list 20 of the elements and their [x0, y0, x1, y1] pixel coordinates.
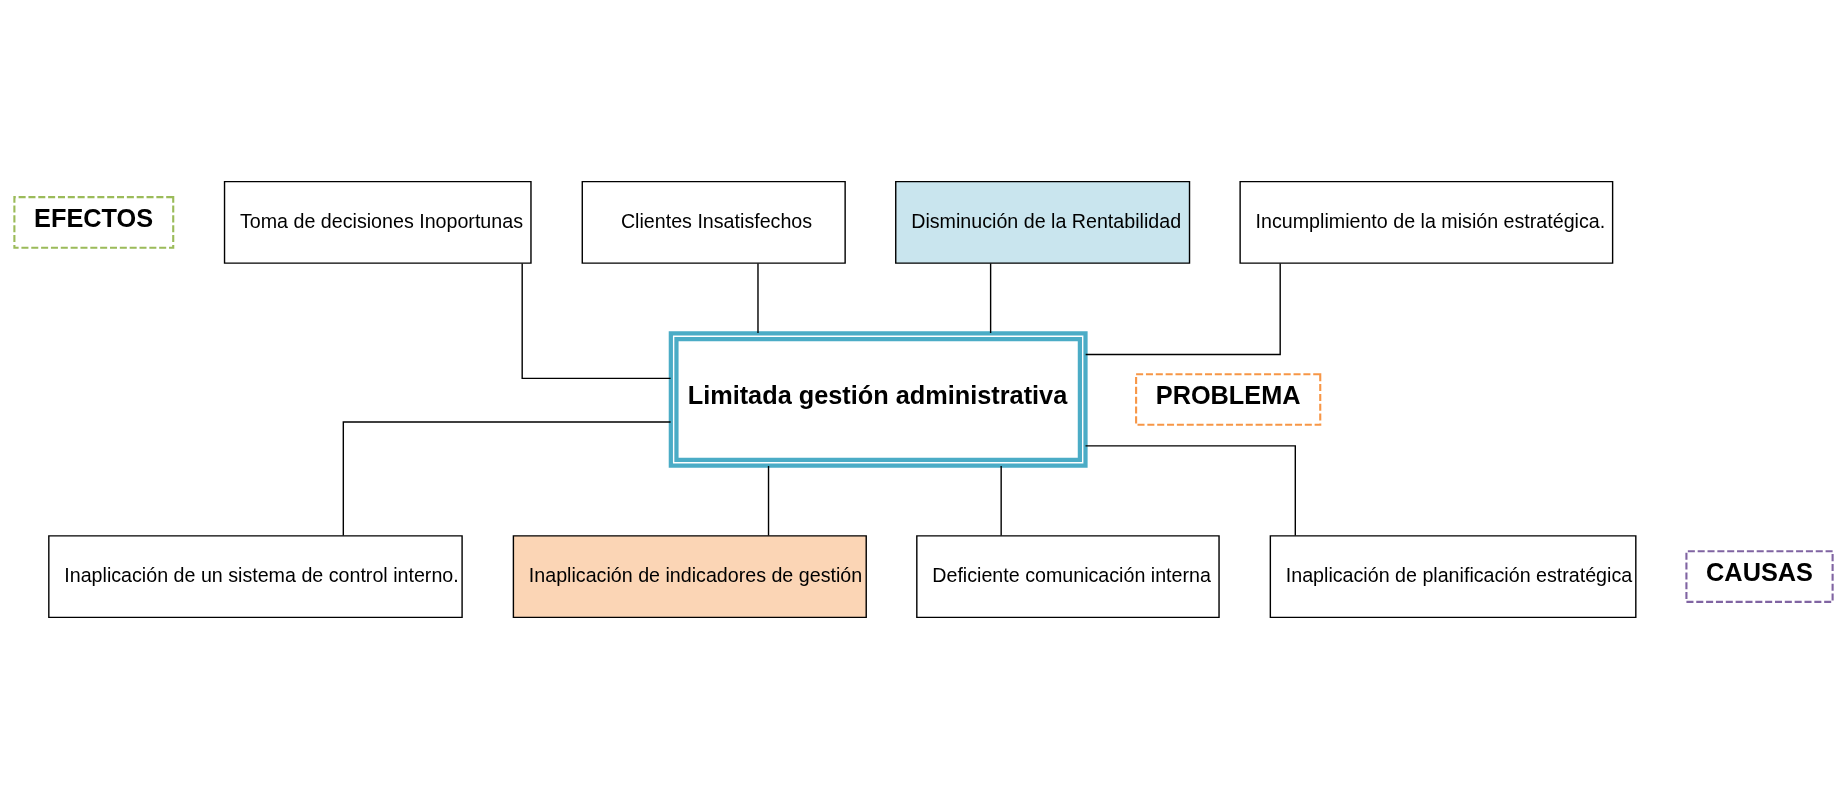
node-box: EFECTOS	[13, 195, 175, 249]
connector	[1000, 464, 1002, 536]
connector	[342, 420, 672, 536]
connector	[989, 262, 992, 334]
node-box: Inaplicación de indicadores de gestión	[512, 534, 867, 618]
node-box: CAUSAS	[1685, 549, 1834, 603]
node-box: Toma de decisiones Inoportunas	[223, 180, 532, 264]
node-box: Clientes Insatisfechos	[581, 180, 846, 264]
connector	[767, 464, 770, 536]
connector	[1084, 444, 1296, 536]
node-box: Disminución de la Rentabilidad	[895, 180, 1191, 264]
node-box: Inaplicación de planificación estratégica	[1269, 534, 1637, 618]
connector	[521, 262, 672, 379]
node-box: Deficiente comunicación interna	[916, 534, 1220, 618]
node-box: Limitada gestión administrativa	[668, 330, 1088, 468]
connector	[1084, 262, 1281, 355]
connector	[757, 262, 759, 334]
node-box: Incumplimiento de la misión estratégica.	[1239, 180, 1614, 264]
node-box: PROBLEMA	[1135, 372, 1322, 426]
node-box: Inaplicación de un sistema de control interno.	[48, 534, 463, 618]
